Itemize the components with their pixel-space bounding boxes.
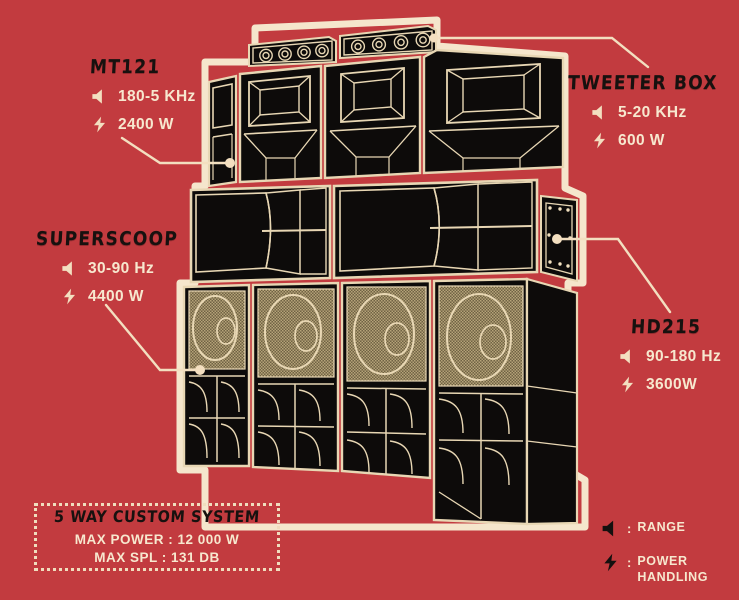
- callout-mt121: MT121 180-5 KHz 2400 W: [89, 56, 196, 134]
- mt121-cabinet-4: [422, 48, 565, 175]
- legend: : RANGE : POWER HANDLING: [600, 518, 735, 598]
- callout-superscoop-range: 30-90 Hz: [88, 259, 155, 277]
- hd215-sub-4: [432, 277, 529, 526]
- callout-tweeter-box-title: TWEETER BOX: [567, 72, 719, 94]
- callout-mt121-power-row: 2400 W: [90, 115, 196, 134]
- speaker-icon: [90, 87, 109, 106]
- tweeter-box-left: [248, 35, 337, 68]
- callout-mt121-range-row: 180-5 KHz: [90, 87, 196, 106]
- callout-hd215-range: 90-180 Hz: [646, 347, 722, 365]
- superscoop-bin-left: [189, 184, 332, 284]
- callout-hd215-range-row: 90-180 Hz: [618, 347, 721, 366]
- callout-superscoop-power-row: 4400 W: [60, 287, 178, 306]
- callout-superscoop-power: 4400 W: [88, 287, 144, 305]
- superscoop-side-panel: [540, 194, 578, 283]
- system-max-power: MAX POWER : 12 000 W: [74, 531, 240, 547]
- system-max-spl: MAX SPL : 131 DB: [94, 550, 220, 565]
- hd215-sub-1: [182, 283, 251, 468]
- bolt-icon: [60, 287, 79, 306]
- legend-label-power-handling: POWER HANDLING: [637, 554, 709, 584]
- system-summary-title: 5 WAY CUSTOM SYSTEM: [53, 506, 261, 526]
- callout-tweeter-box-power-row: 600 W: [590, 131, 718, 150]
- legend-colon: :: [627, 555, 632, 570]
- hd215-sub-2: [251, 281, 340, 473]
- bolt-icon: [600, 552, 621, 573]
- bolt-icon: [590, 131, 609, 150]
- callout-superscoop: SUPERSCOOP 30-90 Hz 4400 W: [35, 228, 179, 306]
- hd215-sub-3: [340, 279, 432, 480]
- callout-hd215-title: HD215: [630, 316, 702, 338]
- superscoop-bin-right: [332, 178, 539, 280]
- stack-outline-halo: [176, 16, 589, 531]
- bolt-icon: [90, 115, 109, 134]
- callout-mt121-title: MT121: [89, 56, 161, 78]
- callout-superscoop-title: SUPERSCOOP: [35, 228, 179, 250]
- legend-item-range: : RANGE: [600, 518, 735, 539]
- callout-tweeter-box-range-row: 5-20 KHz: [590, 103, 718, 122]
- speaker-icon: [600, 518, 621, 539]
- bolt-icon: [618, 375, 637, 394]
- legend-item-power-handling: : POWER HANDLING: [600, 552, 735, 585]
- speaker-icon: [60, 259, 79, 278]
- callout-mt121-range: 180-5 KHz: [118, 87, 196, 105]
- callout-hd215-power-row: 3600W: [618, 375, 721, 394]
- hd215-side-face: [525, 277, 579, 526]
- mt121-cabinet-2: [238, 64, 323, 184]
- legend-colon: :: [627, 521, 632, 536]
- callout-hd215-power: 3600W: [646, 375, 698, 393]
- callout-tweeter-box-power: 600 W: [618, 131, 665, 149]
- speaker-icon: [618, 347, 637, 366]
- callout-tweeter-box-range: 5-20 KHz: [618, 103, 687, 121]
- mt121-cabinet-1: [207, 74, 238, 188]
- mt121-cabinet-3: [323, 55, 422, 180]
- speaker-icon: [590, 103, 609, 122]
- callout-tweeter-box: TWEETER BOX 5-20 KHz 600 W: [567, 72, 719, 150]
- system-summary-box: 5 WAY CUSTOM SYSTEM MAX POWER : 12 000 W…: [34, 503, 280, 571]
- tweeter-box-right: [339, 24, 437, 60]
- callout-superscoop-range-row: 30-90 Hz: [60, 259, 178, 278]
- callout-hd215: HD215 90-180 Hz 3600W: [620, 316, 721, 394]
- callout-mt121-power: 2400 W: [118, 115, 174, 133]
- legend-label-range: RANGE: [637, 520, 686, 534]
